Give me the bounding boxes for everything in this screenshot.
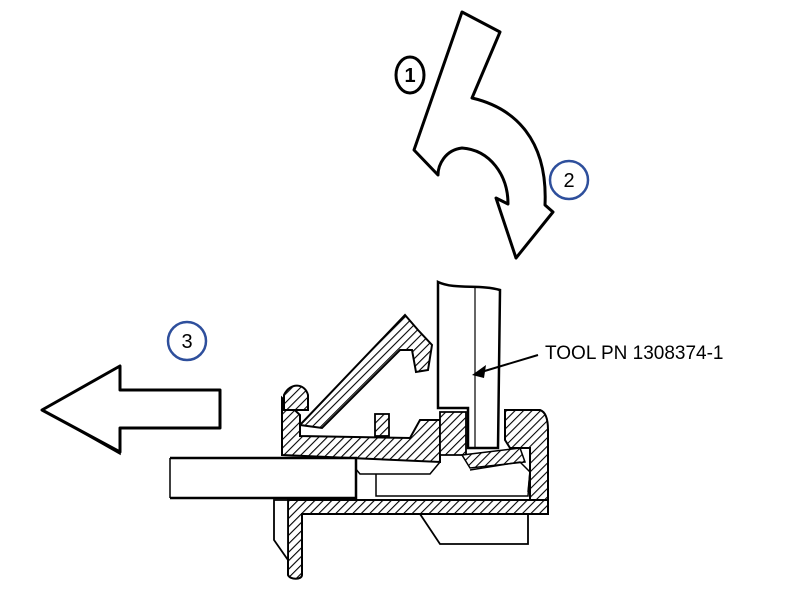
leader-line [477,354,539,374]
step-2-marker: 2 [548,159,590,201]
step-3-label: 3 [181,331,192,353]
step-1-marker: 1 [394,55,426,95]
tool-callout: TOOL PN 1308374-1 [472,343,724,378]
tool-part-number-label: TOOL PN 1308374-1 [545,343,724,364]
step-1-label: 1 [404,65,415,87]
step-2-ring [548,159,590,201]
step-3-ring [166,320,208,362]
leader-arrowhead [472,365,486,378]
insertion-tool [436,280,502,450]
step-3-marker: 3 [166,320,208,362]
step-1-ring [394,55,426,95]
latch-arm [297,313,434,430]
step-2-label: 2 [563,170,574,192]
pull-out-arrow [40,364,222,456]
push-rotate-arrow [412,10,555,260]
wire-cable [169,456,358,500]
